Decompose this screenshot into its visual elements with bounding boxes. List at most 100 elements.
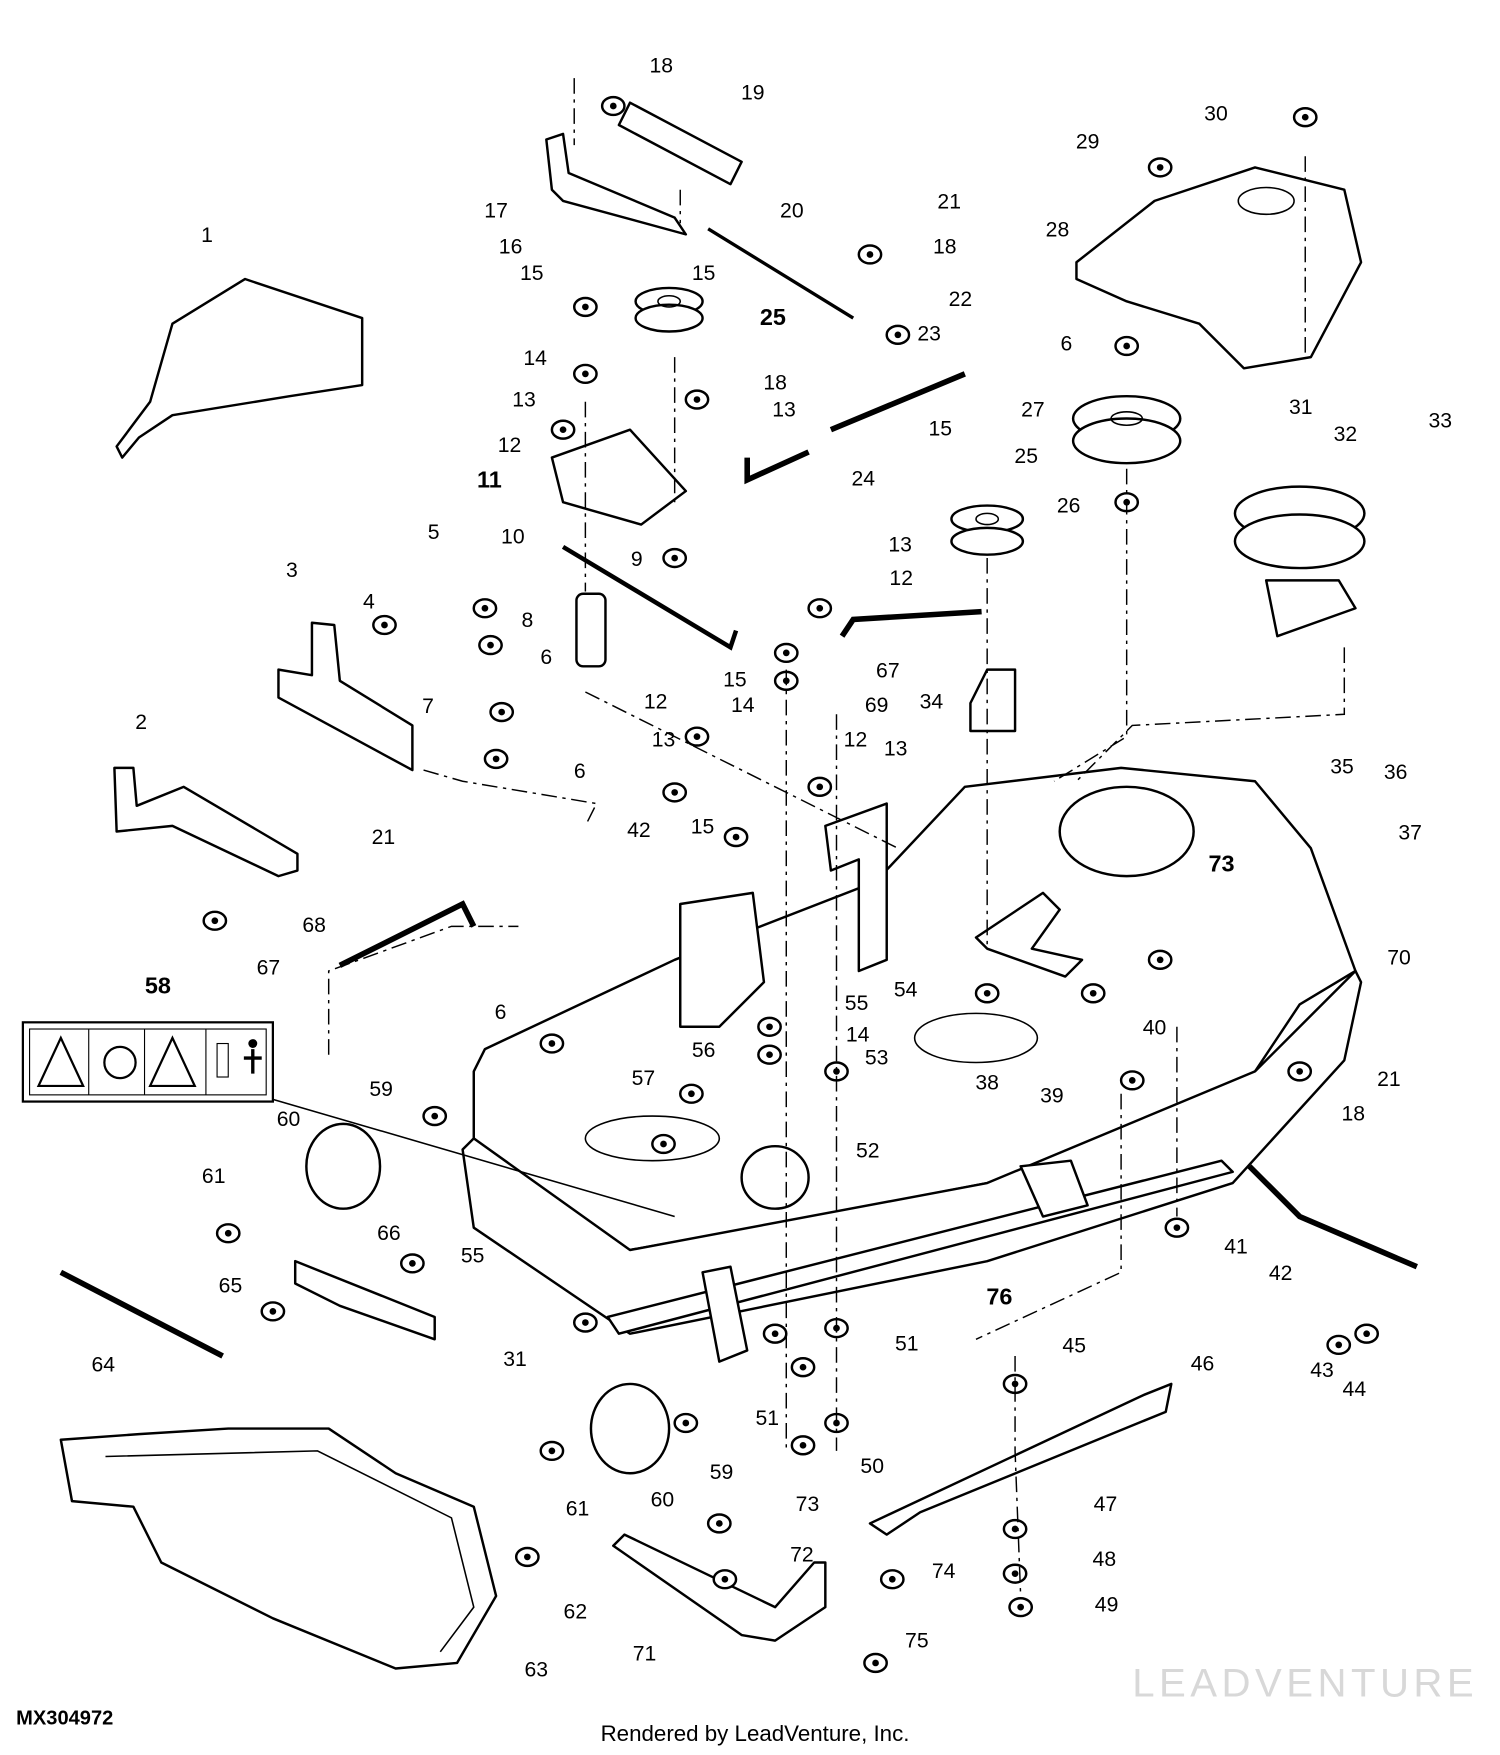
callout-24: 24 (851, 467, 875, 490)
callout-44: 44 (1343, 1378, 1367, 1401)
callout-15: 15 (520, 262, 544, 285)
rod-24 (744, 371, 966, 485)
callout-59: 59 (369, 1078, 393, 1101)
callout-6: 6 (1061, 332, 1073, 355)
mount-bracket-54 (824, 802, 888, 973)
callout-13: 13 (884, 738, 908, 761)
callout-10: 10 (501, 526, 525, 549)
callout-6: 6 (540, 646, 552, 669)
callout-labels: 1819171612118201525222329302815141318136… (91, 55, 1452, 1682)
callout-70: 70 (1387, 946, 1411, 969)
hardware-hole (1363, 1330, 1370, 1338)
callout-14: 14 (846, 1023, 870, 1046)
callout-15: 15 (723, 668, 747, 691)
callout-47: 47 (1094, 1493, 1118, 1516)
callout-5: 5 (428, 521, 440, 544)
shield-dome (1237, 186, 1295, 216)
decal-arrow (272, 1098, 675, 1218)
hardware-hole (431, 1112, 439, 1120)
deflector-rim (105, 1450, 475, 1653)
hardware-hole (1335, 1341, 1343, 1349)
callout-29: 29 (1076, 130, 1100, 153)
callout-59: 59 (710, 1461, 734, 1484)
callout-60: 60 (651, 1489, 675, 1512)
bushing (575, 592, 607, 668)
hardware-hole (872, 1659, 879, 1667)
callout-22: 22 (949, 288, 973, 311)
hardware-hole (782, 649, 790, 657)
hardware-hole (799, 1363, 807, 1371)
hardware-hole (1011, 1380, 1019, 1388)
hardware-hole (660, 1140, 667, 1148)
hardware-hole (559, 426, 567, 434)
callout-18: 18 (649, 55, 673, 78)
hardware-hole (1301, 113, 1309, 121)
hardware-hole (224, 1229, 232, 1237)
callout-67: 67 (257, 956, 281, 979)
bracket-3 (277, 621, 414, 772)
hardware-hole (1017, 1603, 1024, 1611)
hardware-hole (766, 1051, 773, 1059)
callout-14: 14 (731, 694, 755, 717)
callout-13: 13 (888, 533, 912, 556)
hardware-hole (1128, 1077, 1136, 1084)
arm-66 (293, 1259, 436, 1341)
credit-text: Rendered by LeadVenture, Inc. (601, 1721, 910, 1746)
callout-7: 7 (422, 695, 434, 718)
hardware-hole (548, 1447, 556, 1455)
rod-42 (1247, 1164, 1418, 1270)
hardware-hole (582, 1319, 589, 1326)
callout-28: 28 (1046, 219, 1070, 242)
callout-46: 46 (1191, 1353, 1215, 1376)
drawing-number: MX304972 (16, 1707, 113, 1729)
hardware-hole (582, 303, 589, 311)
hardware-hole (732, 833, 740, 841)
callout-52: 52 (856, 1139, 880, 1162)
callout-20: 20 (780, 200, 804, 223)
callout-45: 45 (1062, 1335, 1086, 1358)
callout-38: 38 (975, 1071, 999, 1094)
callout-49: 49 (1095, 1594, 1119, 1617)
callout-55: 55 (845, 992, 869, 1015)
callout-12: 12 (498, 434, 522, 457)
hardware-hole (211, 917, 219, 925)
callout-68: 68 (302, 914, 326, 937)
hardware-hole (894, 331, 902, 339)
belt-shield-right (1075, 166, 1363, 370)
callout-56: 56 (692, 1039, 716, 1062)
callout-42: 42 (1269, 1262, 1293, 1285)
warning-decal (21, 1021, 274, 1103)
callout-3: 3 (286, 559, 298, 582)
hardware-hole (715, 1520, 723, 1527)
hardware-hole (833, 1068, 840, 1075)
callout-58: 58 (145, 972, 171, 998)
hardware-hole (1296, 1068, 1304, 1075)
idler-pulley-lower (950, 504, 1025, 556)
callout-21: 21 (1377, 1068, 1401, 1091)
idler-bracket (545, 132, 688, 236)
callout-34: 34 (920, 691, 944, 714)
callout-50: 50 (860, 1455, 884, 1478)
callout-48: 48 (1093, 1548, 1117, 1571)
drive-pulley (1071, 394, 1182, 465)
callout-39: 39 (1040, 1085, 1064, 1108)
callout-13: 13 (772, 398, 796, 421)
rod-10 (561, 544, 739, 651)
callout-6: 6 (574, 760, 586, 783)
callout-57: 57 (632, 1067, 656, 1090)
callout-12: 12 (844, 729, 868, 752)
callout-35: 35 (1330, 755, 1354, 778)
hardware-hole (492, 755, 500, 763)
callout-43: 43 (1310, 1359, 1334, 1382)
mulch-deflector (59, 1427, 498, 1670)
callout-61: 61 (202, 1165, 226, 1188)
spindle-pulley (1233, 485, 1366, 638)
callout-63: 63 (524, 1658, 548, 1681)
callout-21: 21 (372, 826, 396, 849)
hardware-hole (816, 783, 824, 791)
deck-opening (913, 1012, 1039, 1064)
callout-14: 14 (523, 347, 547, 370)
hardware-hole (671, 789, 679, 796)
hardware-hole (1089, 989, 1097, 997)
